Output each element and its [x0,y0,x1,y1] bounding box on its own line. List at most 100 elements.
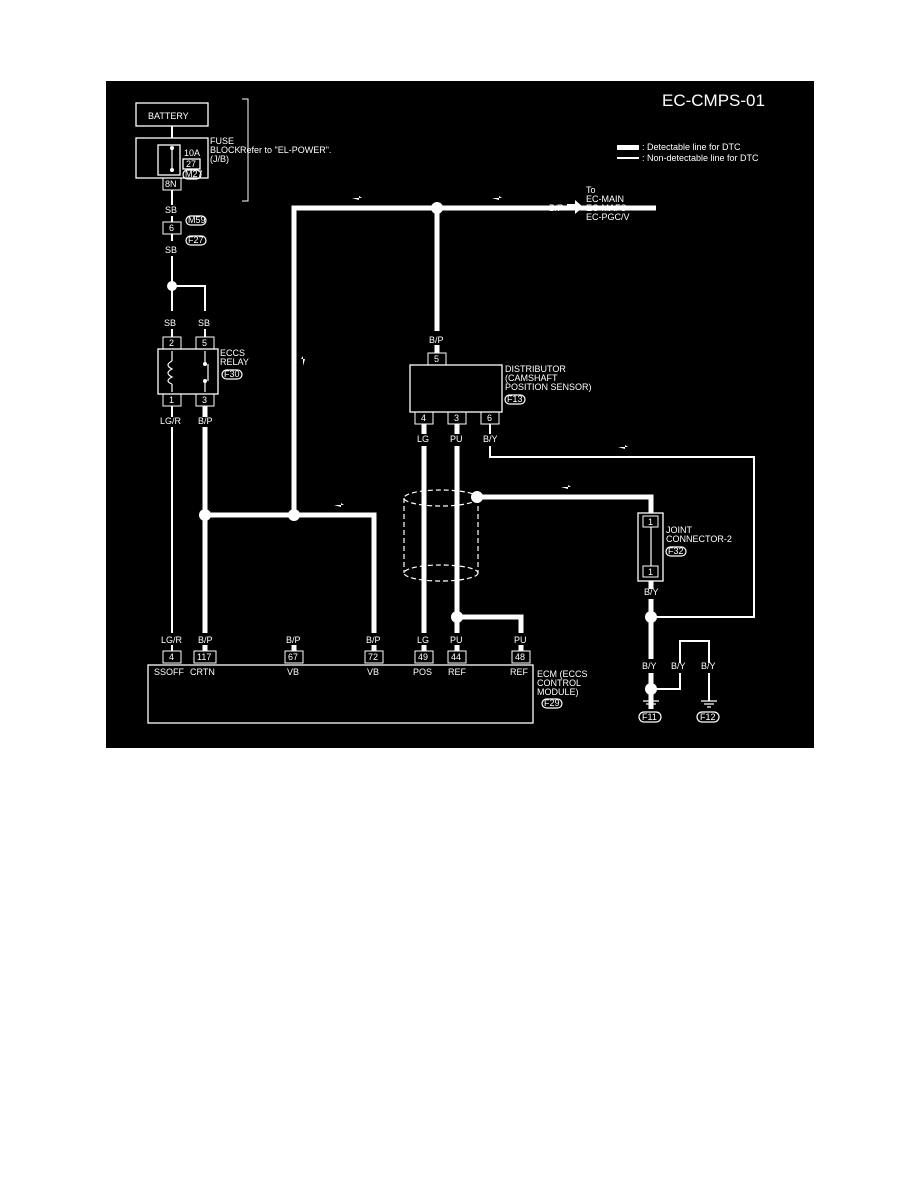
relay-switch [204,351,209,392]
flow-arrow-5 [561,485,571,489]
ground-connector-a: F11 [642,712,657,722]
ecm: ECM (ECCS CONTROL MODULE) F29 LG/R 4 SSO… [147,635,588,724]
joint-pin-top: 1 [648,517,653,527]
ecm-wire-44: PU [450,635,463,645]
relay-label-1: ECCS [220,348,245,358]
fuse-block-note: Refer to "EL-POWER". [240,145,331,155]
wire-bp-trunk [291,205,656,515]
to-wire-label: B/P [549,203,564,213]
fuse-rating: 10A [184,148,200,158]
distributor-pin-3: 3 [454,413,459,423]
wire-by-dist [489,446,755,618]
relay-pin-2: 2 [169,338,174,348]
ecm-box [147,664,534,724]
legend: : Detectable line for DTC : Non-detectab… [617,142,759,163]
distributor-label-3: POSITION SENSOR) [505,382,592,392]
ground-wire-label-3: B/Y [701,661,716,671]
ecm-connector: F29 [544,698,560,708]
to-arrow [567,200,583,214]
legend-non-detectable-label: : Non-detectable line for DTC [642,153,759,163]
ecm-pin-4: 4 [169,652,174,662]
diagram-title: EC-CMPS-01 [662,91,765,110]
to-label-4: EC-PGC/V [586,212,630,222]
ecm-wire-4: LG/R [161,635,183,645]
flow-arrow-1 [334,503,344,507]
ground-symbol-2 [701,700,717,708]
ground-wire-label-2: B/Y [671,661,686,671]
wire-shield [477,494,654,513]
joint-connector-2: 1 1 JOINT CONNECTOR-2 F32 B/Y [637,512,732,597]
power-bracket [242,98,249,202]
harness-connector-a: M59 [188,215,206,225]
battery-label: BATTERY [148,111,189,121]
distributor: B/P 5 DISTRIBUTOR (CAMSHAFT POSITION SEN… [409,335,592,444]
wiring-diagram-canvas: EC-CMPS-01 : Detectable line for DTC : N… [135,91,765,724]
ground-connector-b: F12 [700,712,716,722]
flow-arrow-4 [301,356,305,366]
relay-pin-1: 1 [169,395,174,405]
ecm-pin-117: 117 [197,652,211,662]
relay-box [157,348,219,395]
to-label-1: To [586,185,596,195]
shield-bottom [403,564,479,582]
ecm-pin-44: 44 [451,652,461,662]
ecm-pin-72: 72 [368,652,378,662]
distributor-label-1: DISTRIBUTOR [505,364,566,374]
fuse-block-label-1: FUSE [210,136,234,146]
distributor-pin-5: 5 [434,354,439,364]
ecm-label-3: MODULE) [537,687,579,697]
distributor-box [409,364,503,413]
ground-wire-label-1: B/Y [642,661,657,671]
fuse-connector-label: M27 [185,169,203,179]
distributor-pin-4: 4 [421,413,426,423]
ecm-term-49-label: POS [413,667,432,677]
ecm-term-48-label: REF [510,667,529,677]
ecm-label-1: ECM (ECCS [537,669,588,679]
ecm-term-44-label: REF [448,667,467,677]
wiring-diagram: EC-CMPS-01 : Detectable line for DTC : N… [106,81,814,748]
distributor-wire-pu: PU [450,434,463,444]
relay-wire-top-2: SB [198,318,210,328]
fuse-block: 10A 27 M27 FUSE BLOCK (J/B) Refer to "EL… [135,98,331,202]
relay-wire-lgr: LG/R [160,416,182,426]
flow-arrow-3 [492,196,502,200]
ecm-pin-48: 48 [515,652,525,662]
to-label-2: EC-MAIN [586,194,624,204]
relay-pin-5: 5 [202,338,207,348]
relay-coil [167,360,174,385]
ecm-term-117-label: CRTN [190,667,215,677]
distributor-top-wire: B/P [429,335,444,345]
fuse-terminal: 8N [165,179,177,189]
ecm-wire-72: B/P [366,635,381,645]
legend-non-detectable-swatch [617,157,639,159]
distributor-connector: F13 [507,394,523,404]
distributor-wire-by: B/Y [483,434,498,444]
harness-pin: 6 [169,223,174,233]
ecm-wire-48: PU [514,635,527,645]
joint-label-1: JOINT [666,525,693,535]
ecm-pin-67: 67 [288,652,298,662]
distributor-wire-lg: LG [417,434,429,444]
ecm-term-67-label: VB [287,667,299,677]
fuse-block-label-2: BLOCK [210,145,241,155]
relay-wire-bp: B/P [198,416,213,426]
joint-label-2: CONNECTOR-2 [666,534,732,544]
flow-arrow-6 [618,445,628,449]
joint-pin-bottom: 1 [648,567,653,577]
relay-pin-3: 3 [202,395,207,405]
joint-connector-id: F32 [668,546,684,556]
fuse-block-label-3: (J/B) [210,154,229,164]
ecm-wire-117: B/P [198,635,213,645]
flow-arrow-2 [352,196,362,200]
distributor-label-2: (CAMSHAFT [505,373,558,383]
eccs-relay: SB SB 2 5 1 3 ECCS RELAY F30 LG/R B/P [157,318,249,426]
ecm-term-4-label: SSOFF [154,667,185,677]
ecm-pin-49: 49 [418,652,428,662]
fuse-holder [157,144,181,176]
relay-wire-top-1: SB [164,318,176,328]
joint-wire-label: B/Y [644,587,659,597]
ecm-wire-49: LG [417,635,429,645]
harness-connector-b: F27 [188,235,204,245]
to-label-3: EC-MAFS [586,203,627,213]
ground-symbol-1 [643,700,659,708]
